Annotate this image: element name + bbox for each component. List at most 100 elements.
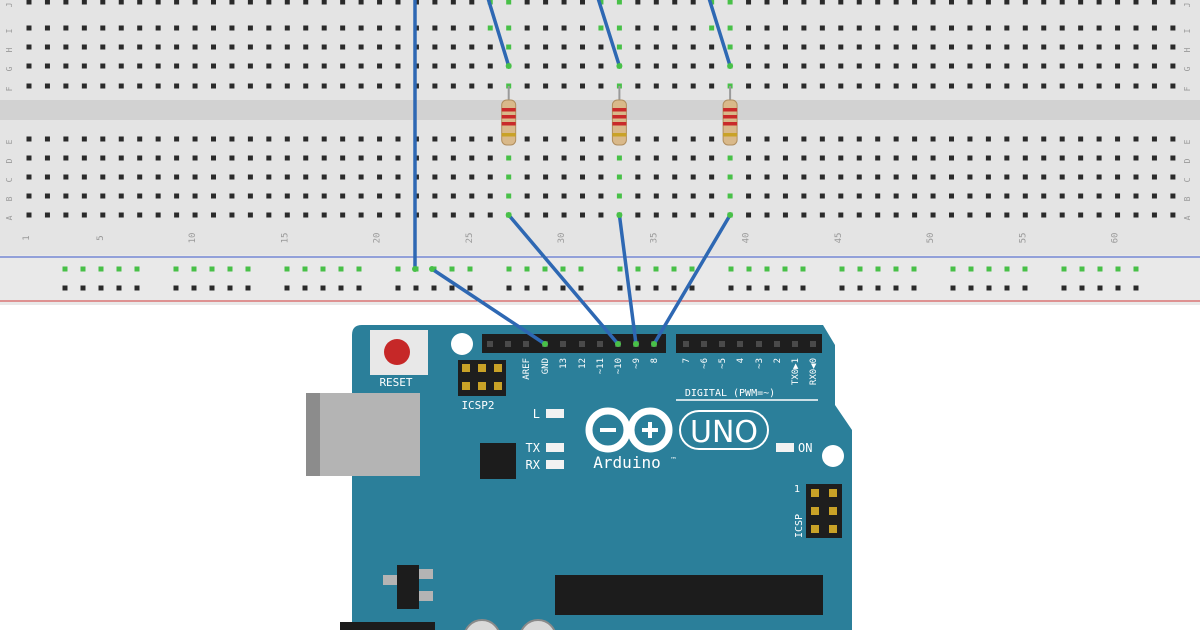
rail-hole: [320, 266, 326, 272]
rail-hole: [395, 285, 401, 291]
breadboard-hole: [764, 212, 770, 218]
breadboard-hole: [303, 136, 309, 142]
breadboard-hole: [967, 155, 973, 161]
breadboard-hole: [211, 83, 216, 89]
breadboard-hole: [912, 25, 918, 31]
breadboard-hole: [377, 44, 383, 50]
rail-hole: [950, 285, 956, 291]
breadboard-hole: [1115, 83, 1121, 89]
breadboard-hole: [1115, 0, 1121, 5]
breadboard-hole: [782, 83, 788, 89]
breadboard-hole: [949, 212, 954, 218]
breadboard-hole: [321, 83, 327, 89]
breadboard-hole: [1133, 25, 1139, 31]
rail-hole: [338, 266, 344, 272]
breadboard-hole: [1078, 212, 1084, 218]
header-pin-label: 7: [682, 358, 692, 363]
breadboard-hole: [524, 155, 530, 161]
breadboard-hole: [229, 212, 235, 218]
breadboard-hole: [524, 83, 530, 89]
wire-end: [616, 212, 623, 218]
wire-end: [429, 266, 435, 272]
breadboard-hole: [746, 44, 752, 50]
breadboard-hole: [247, 212, 253, 218]
breadboard-hole: [229, 44, 235, 50]
breadboard-hole: [967, 0, 973, 5]
breadboard-hole: [1004, 44, 1010, 50]
breadboard-hole: [44, 136, 50, 142]
breadboard-hole: [985, 212, 991, 218]
breadboard-hole: [266, 155, 272, 161]
breadboard-hole: [450, 193, 456, 199]
breadboard-hole: [1170, 44, 1176, 50]
breadboard-hole: [155, 25, 161, 31]
breadboard-hole: [192, 25, 198, 31]
breadboard-hole: [1078, 155, 1084, 161]
breadboard-hole: [1022, 44, 1028, 50]
breadboard-hole: [1078, 174, 1084, 180]
breadboard-hole: [432, 193, 438, 199]
breadboard-hole: [137, 155, 143, 161]
breadboard-hole: [653, 136, 659, 142]
resistors: [501, 86, 738, 146]
breadboard-hole: [247, 0, 253, 5]
rail-hole: [1022, 285, 1028, 291]
breadboard-hole: [1133, 212, 1139, 218]
rail-hole: [893, 285, 899, 291]
wire-end: [633, 341, 639, 347]
breadboard-hole: [709, 83, 715, 89]
breadboard-hole: [801, 83, 807, 89]
jumper-wire: [596, 0, 622, 68]
breadboard-hole: [321, 174, 327, 180]
row-letter: B: [5, 196, 14, 201]
breadboard-hole: [266, 44, 272, 50]
breadboard-hole: [764, 174, 770, 180]
breadboard-hole: [727, 25, 733, 31]
breadboard-hole: [561, 193, 567, 199]
breadboard-hole: [875, 25, 881, 31]
breadboard-hole: [266, 136, 272, 142]
rail-hole: [62, 285, 68, 291]
breadboard-hole: [838, 193, 844, 199]
breadboard-hole: [229, 83, 235, 89]
breadboard-hole: [487, 155, 493, 161]
breadboard-hole: [358, 155, 364, 161]
rail-hole: [1133, 266, 1139, 272]
breadboard-hole: [1133, 174, 1139, 180]
breadboard-hole: [192, 174, 198, 180]
breadboard-hole: [487, 174, 493, 180]
breadboard-hole: [653, 155, 659, 161]
breadboard-hole: [229, 193, 235, 199]
breadboard-hole: [764, 193, 770, 199]
rail-hole: [191, 266, 197, 272]
breadboard-hole: [598, 212, 604, 218]
breadboard-hole: [377, 83, 383, 89]
breadboard-hole: [949, 136, 954, 142]
capacitor: [464, 619, 500, 630]
reset-button[interactable]: [384, 339, 410, 365]
breadboard-hole: [727, 193, 733, 199]
breadboard-hole: [1022, 136, 1028, 142]
icsp-pin: [829, 525, 837, 533]
breadboard-hole: [856, 0, 862, 5]
microcontroller: [555, 575, 823, 615]
column-number: 55: [1018, 233, 1028, 244]
breadboard-hole: [801, 212, 807, 218]
breadboard-hole: [709, 44, 715, 50]
breadboard-hole: [137, 136, 143, 142]
row-letter: E: [5, 139, 14, 144]
breadboard-hole: [432, 136, 438, 142]
breadboard-hole: [100, 155, 106, 161]
breadboard-hole: [782, 174, 788, 180]
rail-hole: [893, 266, 899, 272]
rail-hole: [1061, 285, 1067, 291]
breadboard-hole: [616, 193, 622, 199]
breadboard-hole: [1151, 174, 1157, 180]
breadboard-hole: [1004, 193, 1010, 199]
breadboard-hole: [506, 174, 512, 180]
breadboard-hole: [1041, 25, 1047, 31]
breadboard-hole: [155, 63, 161, 69]
rail-hole: [728, 266, 734, 272]
